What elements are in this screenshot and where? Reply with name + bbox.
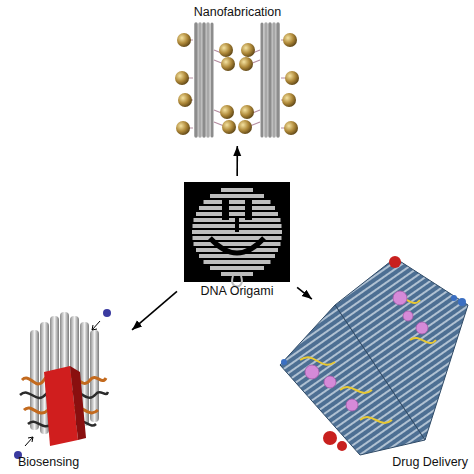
- target-block-side: [70, 366, 86, 440]
- cargo-molecules: [305, 291, 428, 411]
- helix: [261, 24, 264, 136]
- helix: [194, 24, 198, 136]
- lock: [323, 431, 337, 445]
- smiley-eye: [222, 198, 229, 220]
- cargo: [346, 399, 358, 411]
- helix-bar: [221, 272, 253, 276]
- helix-bar: [204, 260, 271, 264]
- illustration-panel: Biosensing: [4, 300, 129, 472]
- helix: [206, 24, 210, 136]
- cap: [451, 295, 457, 301]
- dna-bundle: [262, 24, 278, 136]
- helix: [202, 24, 206, 136]
- illustration-panel: DNA Origami: [180, 180, 294, 300]
- helix-bar: [194, 242, 281, 246]
- cargo: [403, 311, 413, 321]
- linker-strands: [187, 40, 287, 128]
- cargo: [305, 365, 319, 379]
- gold-nanoparticles: [175, 33, 299, 135]
- cargo: [416, 322, 428, 334]
- illustration-panel: Nanofabrication: [150, 2, 325, 142]
- panel-label: DNA Origami: [201, 284, 274, 298]
- helix: [272, 24, 276, 136]
- origami-bars: [192, 188, 282, 276]
- helix: [198, 24, 202, 136]
- panel-label: Drug Delivery: [392, 455, 468, 469]
- helix-bar: [199, 206, 275, 210]
- lock-proteins: [323, 256, 401, 451]
- gold-sphere: [178, 93, 192, 107]
- helix-bar: [210, 266, 264, 270]
- gold-sphere: [241, 43, 255, 57]
- drug-delivery-illustration: [280, 256, 468, 455]
- gold-sphere: [175, 71, 189, 85]
- linker: [281, 40, 287, 128]
- helix: [264, 24, 268, 136]
- force-arrow: [25, 437, 33, 446]
- gold-sphere: [282, 93, 296, 107]
- helix-bar: [193, 236, 282, 240]
- gold-sphere: [238, 120, 252, 134]
- panel-label: Biosensing: [18, 455, 79, 469]
- smiley-eye: [245, 198, 252, 220]
- illustration-panel: Drug Delivery: [315, 255, 472, 472]
- gold-sphere: [285, 71, 299, 85]
- gold-sphere: [219, 43, 233, 57]
- flow-arrow: [236, 146, 238, 176]
- flow-arrow: [297, 287, 312, 299]
- helix: [211, 24, 214, 136]
- helix-bar: [221, 188, 253, 192]
- gold-sphere: [222, 120, 236, 134]
- gold-sphere: [240, 105, 254, 119]
- gold-sphere: [284, 121, 298, 135]
- smiley-nose: [235, 218, 239, 232]
- gold-sphere: [283, 33, 297, 47]
- gold-sphere: [220, 105, 234, 119]
- helix-bar: [196, 212, 278, 216]
- end-caps: [281, 295, 466, 365]
- helix: [268, 24, 272, 136]
- gold-sphere: [239, 57, 253, 71]
- biosensing-illustration: [14, 309, 111, 459]
- flow-arrow: [132, 291, 177, 329]
- helix-bar: [210, 194, 264, 198]
- cap: [281, 359, 287, 365]
- aptamer-lock: [300, 298, 436, 423]
- probe-dot: [103, 309, 111, 317]
- cap: [458, 298, 466, 306]
- dna-bundle: [196, 24, 212, 136]
- smiley-mouth: [210, 238, 264, 253]
- force-arrow: [92, 321, 100, 330]
- helix-bar: [204, 200, 271, 204]
- origami-smiley: [184, 182, 290, 287]
- cargo: [393, 291, 407, 305]
- cargo: [324, 376, 336, 388]
- lock: [389, 256, 401, 268]
- gold-sphere: [176, 121, 190, 135]
- panel-label: Nanofabrication: [194, 5, 282, 19]
- nanofab-illustration: [175, 24, 299, 136]
- origami-floor: [280, 305, 425, 455]
- gold-sphere: [177, 33, 191, 47]
- linker: [187, 40, 193, 128]
- helix: [276, 24, 280, 136]
- image-frame: [184, 182, 290, 282]
- gold-sphere: [221, 57, 235, 71]
- lock: [337, 441, 347, 451]
